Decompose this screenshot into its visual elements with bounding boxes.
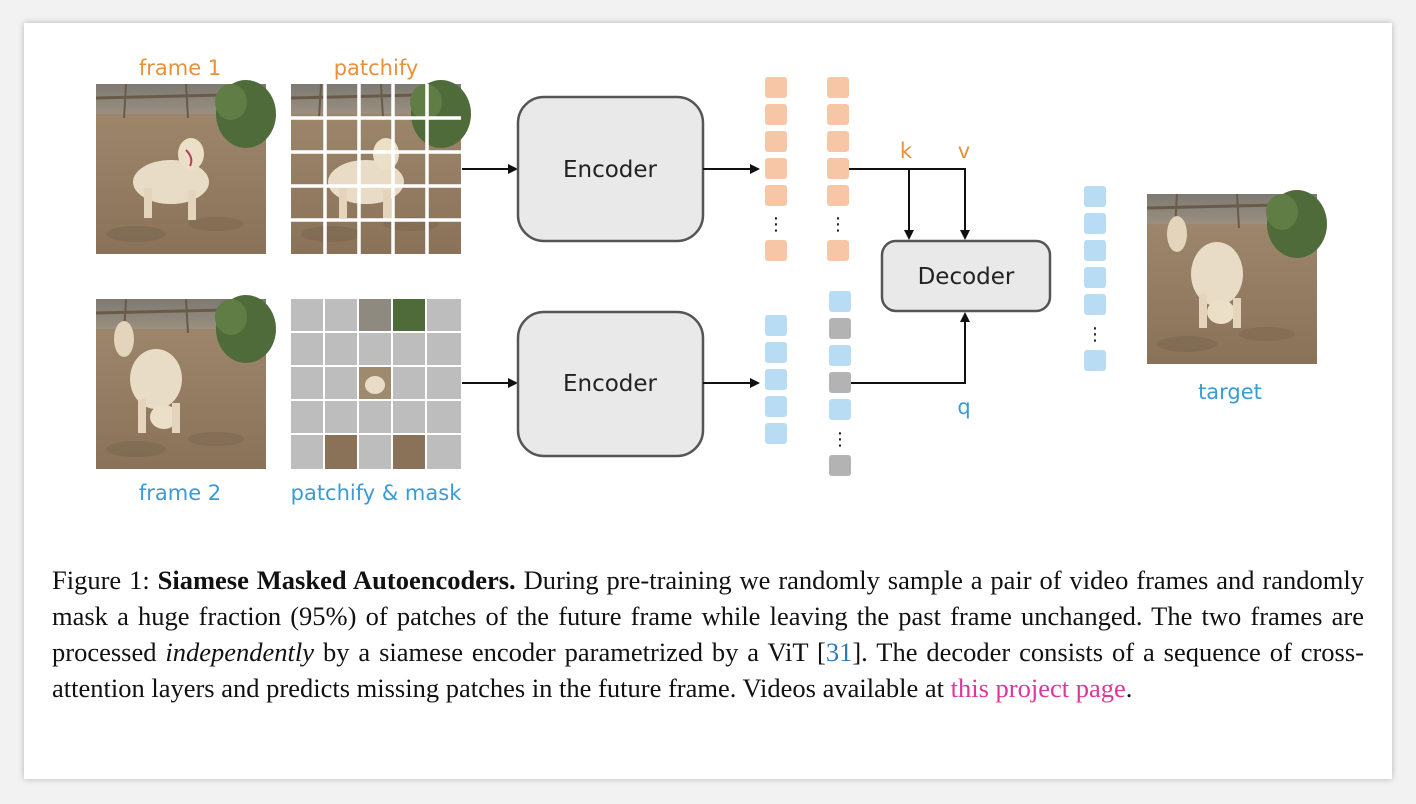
ellipsis-4: ⋮ bbox=[1086, 324, 1104, 345]
caption-prefix: Figure 1: bbox=[52, 565, 158, 595]
frame1-label: frame 1 bbox=[139, 56, 221, 80]
v-label: v bbox=[958, 139, 970, 163]
ellipsis-1: ⋮ bbox=[767, 214, 785, 235]
encoder-top-tokens bbox=[765, 77, 787, 261]
figure-caption: Figure 1: Siamese Masked Autoencoders. D… bbox=[52, 562, 1364, 706]
caption-title: Siamese Masked Autoencoders. bbox=[157, 565, 516, 595]
target-label: target bbox=[1198, 380, 1262, 404]
patchify-grid bbox=[289, 78, 473, 256]
encoder-top-label: Encoder bbox=[563, 157, 658, 183]
project-page-link[interactable]: this project page bbox=[950, 673, 1126, 703]
encoder-bottom-box: Encoder bbox=[516, 310, 705, 458]
caption-text-3: ]. The decoder consists of a sequence of… bbox=[52, 637, 1364, 703]
frame2-image bbox=[94, 293, 278, 471]
decoder-label: Decoder bbox=[918, 264, 1015, 290]
caption-end: . bbox=[1125, 673, 1133, 703]
frame2-label: frame 2 bbox=[139, 481, 221, 505]
ellipsis-2: ⋮ bbox=[829, 214, 847, 235]
projected-top-tokens bbox=[827, 77, 849, 261]
projected-bottom-tokens bbox=[829, 291, 851, 476]
k-label: k bbox=[900, 139, 913, 163]
caption-text-1: During pre-training we randomly sample a… bbox=[52, 565, 1364, 667]
q-label: q bbox=[957, 395, 970, 419]
decoder-output-tokens bbox=[1084, 186, 1106, 371]
figure-diagram: frame 1 patchify bbox=[94, 56, 1329, 505]
masked-patch-grid bbox=[291, 299, 461, 469]
patchify-label: patchify bbox=[334, 56, 419, 80]
decoder-box: Decoder bbox=[880, 239, 1052, 313]
frame1-image bbox=[94, 78, 278, 256]
citation-link[interactable]: 31 bbox=[825, 637, 853, 667]
patchify-mask-label: patchify & mask bbox=[291, 481, 463, 505]
ellipsis-3: ⋮ bbox=[831, 429, 849, 450]
caption-emphasis: independently bbox=[165, 637, 315, 667]
target-image bbox=[1145, 188, 1329, 366]
encoder-top-box: Encoder bbox=[516, 95, 705, 243]
encoder-bottom-label: Encoder bbox=[563, 371, 658, 397]
caption-text-2: by a siamese encoder parametrized by a V… bbox=[314, 637, 826, 667]
encoder-bottom-tokens bbox=[765, 315, 787, 444]
